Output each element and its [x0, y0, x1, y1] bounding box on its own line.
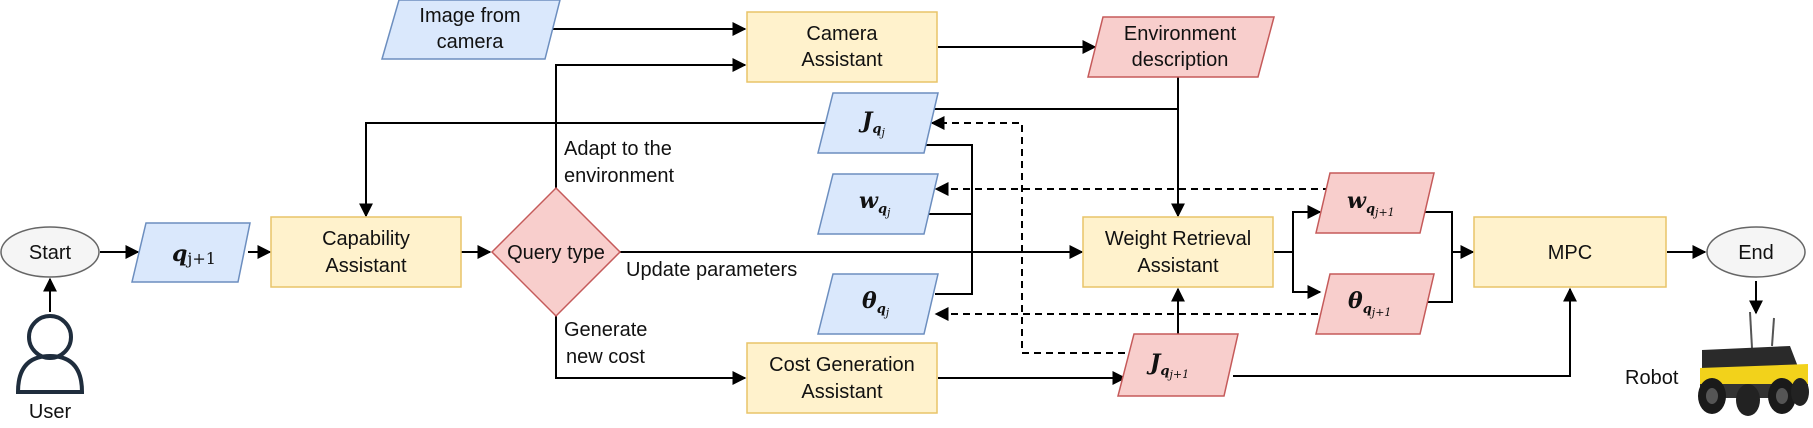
svg-text:Camera: Camera — [806, 23, 878, 45]
edge-wqj1-to-mpc — [1420, 211, 1453, 252]
svg-text:Jqj: Jqj — [858, 108, 886, 139]
edge-Jqj-bundle — [922, 144, 973, 295]
svg-text:wqj: wqj — [859, 188, 891, 219]
svg-text:description: description — [1132, 49, 1229, 71]
edge-weight-to-wqj1 — [1292, 205, 1322, 252]
svg-text:θqj+1: θqj+1 — [1348, 288, 1391, 319]
weight-retrieval-assistant-box: Weight Retrieval Assistant — [1082, 216, 1274, 288]
start-node: Start — [0, 226, 100, 278]
svg-text:Assistant: Assistant — [801, 381, 883, 403]
environment-description-node: Environment description — [1087, 16, 1275, 78]
svg-text:Weight Retrieval: Weight Retrieval — [1105, 228, 1251, 250]
capability-assistant-box: Capability Assistant — [270, 216, 462, 288]
query-type-diamond: Query type — [490, 186, 622, 318]
user-icon — [15, 314, 85, 394]
image-from-camera-node: Image from camera — [381, 0, 561, 60]
svg-text:Environment: Environment — [1124, 23, 1237, 45]
edges — [43, 22, 1763, 385]
cost-generation-assistant-box: Cost Generation Assistant — [746, 342, 938, 414]
edge-label-generate-2: new cost — [566, 346, 645, 368]
mpc-box: MPC — [1473, 216, 1667, 288]
svg-text:Jqj+1: Jqj+1 — [1146, 350, 1189, 381]
svg-text:Assistant: Assistant — [801, 49, 883, 71]
svg-text:Assistant: Assistant — [325, 255, 407, 277]
robot-image — [1698, 311, 1809, 416]
edge-Jqj1-to-mpc — [1233, 287, 1577, 377]
edge-label-adapt: Adapt to the — [564, 138, 672, 160]
svg-text:MPC: MPC — [1548, 242, 1592, 264]
J-qj-node: Jqj — [817, 92, 939, 154]
edge-query-to-cost — [555, 316, 747, 385]
edge-query-to-camera — [555, 58, 747, 190]
svg-text:Query type: Query type — [507, 242, 605, 264]
edge-dashed-Jqj1-to-Jqj — [930, 116, 1125, 354]
svg-text:qj+1: qj+1 — [172, 241, 216, 268]
q-next-node: qj+1 — [131, 222, 251, 283]
svg-text:wqj+1: wqj+1 — [1347, 188, 1395, 219]
svg-text:Cost Generation: Cost Generation — [769, 354, 915, 376]
svg-text:Image from: Image from — [419, 5, 520, 27]
svg-text:Start: Start — [29, 242, 72, 264]
end-node: End — [1706, 226, 1806, 278]
svg-text:camera: camera — [437, 31, 505, 53]
svg-text:End: End — [1738, 242, 1774, 264]
camera-assistant-box: Camera Assistant — [746, 11, 938, 83]
svg-text:Assistant: Assistant — [1137, 255, 1219, 277]
edge-label-generate: Generate — [564, 319, 647, 341]
theta-qj1-node: θqj+1 — [1315, 273, 1435, 335]
svg-text:θqj: θqj — [862, 288, 890, 319]
w-qj-node: wqj — [817, 173, 939, 235]
robot-label: Robot — [1625, 367, 1679, 389]
J-qj1-node: Jqj+1 — [1117, 333, 1239, 397]
edge-label-adapt-2: environment — [564, 165, 675, 187]
edge-Jqj-to-capability — [359, 122, 828, 218]
edge-label-update: Update parameters — [626, 259, 797, 281]
edge-labels: Adapt to the environment Update paramete… — [560, 135, 823, 368]
svg-text:Capability: Capability — [322, 228, 410, 250]
theta-qj-node: θqj — [817, 273, 939, 335]
edge-thetaqj1-to-mpc — [1420, 245, 1475, 303]
edge-weight-to-thetaqj1 — [1292, 252, 1322, 299]
w-qj1-node: wqj+1 — [1315, 172, 1435, 234]
user-label: User — [29, 401, 72, 423]
